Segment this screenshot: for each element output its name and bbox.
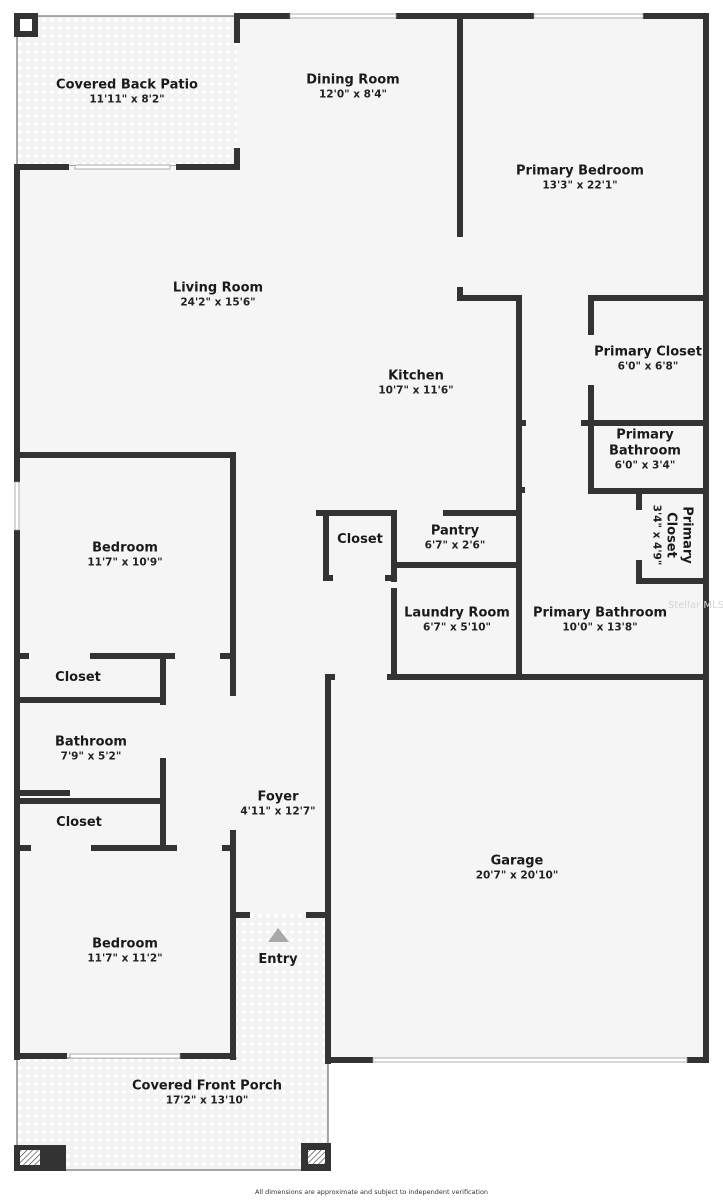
room-laundry-room: Laundry Room 6'7" x 5'10" bbox=[404, 605, 510, 634]
porch-column-left bbox=[20, 1150, 40, 1165]
room-bedroom-2: Bedroom 11'7" x 11'2" bbox=[87, 936, 163, 965]
room-closet-2: Closet bbox=[56, 815, 102, 830]
back-patio-floor bbox=[16, 15, 239, 167]
room-entry: Entry bbox=[258, 952, 298, 967]
room-pantry: Pantry 6'7" x 2'6" bbox=[424, 523, 486, 552]
room-bedroom-1: Bedroom 11'7" x 10'9" bbox=[87, 540, 163, 569]
room-covered-back-patio: Covered Back Patio 11'11" x 8'2" bbox=[56, 77, 198, 106]
room-primary-bedroom: Primary Bedroom 13'3" x 22'1" bbox=[516, 163, 644, 192]
interior-floor bbox=[17, 16, 706, 1060]
room-primary-bathroom-small: Primary Bathroom 6'0" x 3'4" bbox=[609, 427, 681, 472]
footer-disclaimer: All dimensions are approximate and subje… bbox=[255, 1188, 489, 1196]
room-kitchen-closet: Closet bbox=[337, 532, 383, 547]
room-covered-front-porch: Covered Front Porch 17'2" x 13'10" bbox=[131, 1078, 283, 1107]
room-closet-1: Closet bbox=[55, 670, 101, 685]
room-primary-bathroom: Primary Bathroom 10'0" x 13'8" bbox=[532, 605, 668, 634]
room-bathroom: Bathroom 7'9" x 5'2" bbox=[55, 734, 127, 763]
room-dining-room: Dining Room 12'0" x 8'4" bbox=[306, 72, 400, 101]
walls bbox=[14, 13, 709, 1171]
front-porch-floor bbox=[16, 1057, 329, 1171]
room-primary-closet-small: Primary Closet 3'4" x 4'9" bbox=[650, 504, 695, 566]
windows bbox=[14, 13, 688, 1063]
room-garage: Garage 20'7" x 20'10" bbox=[475, 853, 559, 882]
room-living-room: Living Room 24'2" x 15'6" bbox=[172, 280, 264, 309]
room-foyer: Foyer 4'11" x 12'7" bbox=[240, 789, 316, 818]
porch-column-right bbox=[308, 1150, 325, 1164]
room-kitchen: Kitchen 10'7" x 11'6" bbox=[378, 368, 454, 397]
watermark: Stellar MLS bbox=[668, 600, 723, 611]
room-primary-closet: Primary Closet 6'0" x 6'8" bbox=[594, 344, 702, 373]
entry-arrow-icon bbox=[268, 928, 289, 942]
patio-column bbox=[20, 19, 32, 31]
